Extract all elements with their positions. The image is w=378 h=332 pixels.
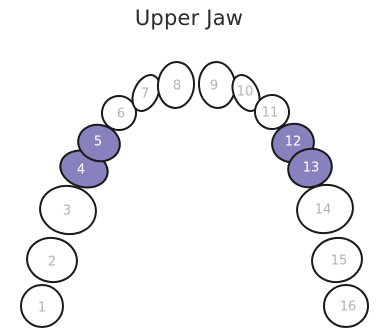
tooth-number-label: 16 — [340, 300, 357, 315]
tooth-8[interactable]: 8 — [156, 61, 196, 110]
tooth-number-label: 5 — [94, 135, 102, 150]
tooth-13[interactable]: 13 — [284, 144, 336, 192]
tooth-7[interactable]: 7 — [127, 71, 165, 116]
tooth-6[interactable]: 6 — [98, 92, 140, 134]
tooth-number-label: 8 — [173, 79, 181, 94]
tooth-number-label: 10 — [237, 85, 254, 100]
tooth-shape — [101, 95, 137, 131]
tooth-shape — [39, 184, 97, 236]
tooth-15[interactable]: 15 — [309, 234, 366, 286]
tooth-number-label: 2 — [48, 255, 56, 270]
tooth-shape — [20, 284, 64, 328]
tooth-shape — [323, 284, 369, 328]
tooth-9[interactable]: 9 — [197, 61, 237, 110]
tooth-11[interactable]: 11 — [251, 91, 293, 133]
tooth-number-label: 13 — [303, 161, 320, 176]
tooth-10[interactable]: 10 — [227, 71, 265, 116]
tooth-1[interactable]: 1 — [20, 284, 64, 328]
tooth-number-label: 6 — [117, 107, 125, 122]
tooth-shape — [311, 236, 363, 284]
tooth-16[interactable]: 16 — [323, 284, 369, 328]
tooth-3[interactable]: 3 — [36, 182, 99, 239]
tooth-shape — [254, 94, 290, 130]
tooth-shape — [77, 123, 121, 163]
tooth-number-label: 3 — [63, 204, 71, 219]
tooth-14[interactable]: 14 — [293, 181, 356, 238]
tooth-number-label: 7 — [141, 87, 149, 102]
tooth-shape — [131, 74, 161, 112]
tooth-shape — [231, 74, 261, 112]
tooth-shape — [156, 61, 196, 109]
tooth-number-label: 14 — [315, 203, 332, 218]
tooth-2[interactable]: 2 — [24, 234, 81, 286]
tooth-number-label: 1 — [38, 301, 46, 316]
tooth-number-label: 12 — [285, 135, 302, 150]
tooth-shape — [26, 236, 78, 284]
jaw-title: Upper Jaw — [134, 6, 244, 30]
tooth-number-label: 9 — [210, 79, 218, 94]
tooth-shape — [296, 183, 354, 235]
tooth-number-label: 4 — [77, 163, 85, 178]
tooth-5[interactable]: 5 — [74, 120, 124, 166]
tooth-number-label: 11 — [262, 106, 279, 121]
tooth-number-label: 15 — [331, 254, 348, 269]
